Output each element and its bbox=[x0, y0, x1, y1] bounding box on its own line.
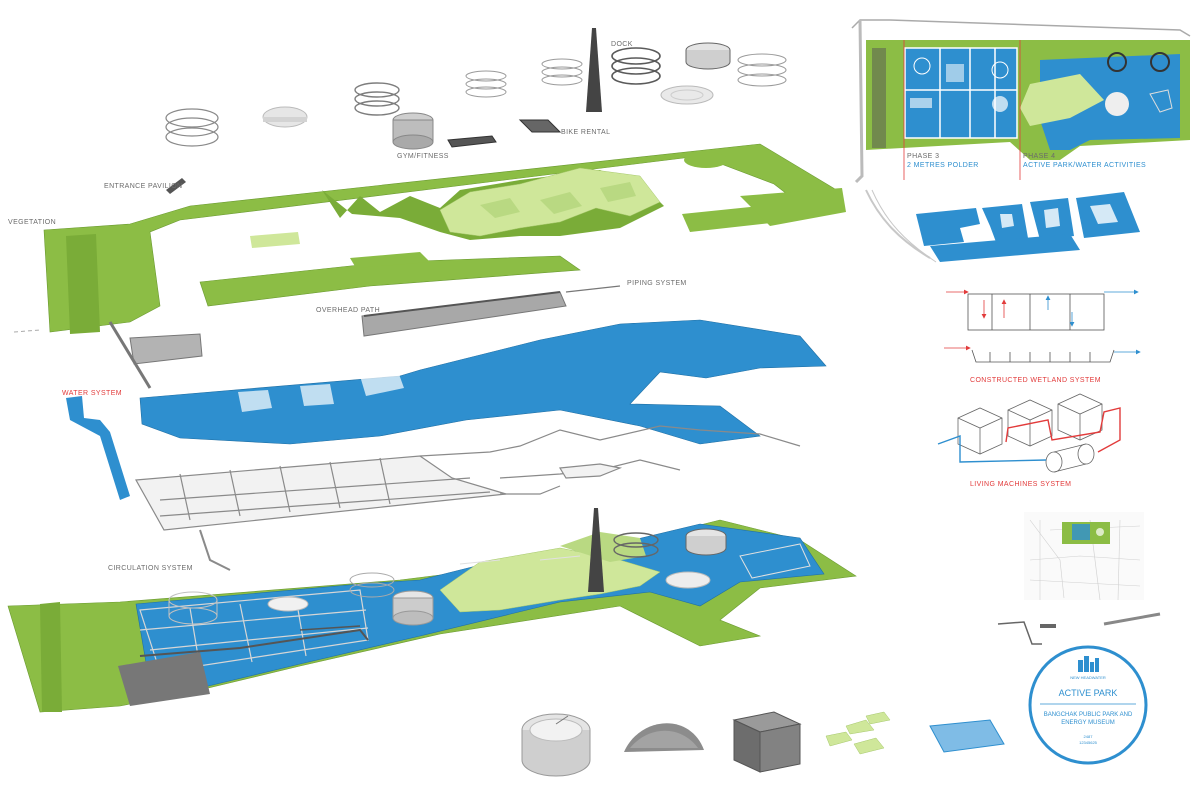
label-entrance-pavilion: ENTRANCE PAVILION bbox=[104, 183, 183, 190]
label-piping-system: PIPING SYSTEM bbox=[627, 280, 687, 287]
label-constructed-wetland: CONSTRUCTED WETLAND SYSTEM bbox=[970, 377, 1101, 384]
material-swatches bbox=[521, 711, 1005, 777]
label-gym-fitness: GYM/FITNESS bbox=[397, 153, 449, 160]
badge-subtitle-1: BANGCHAK PUBLIC PARK AND bbox=[1044, 712, 1133, 718]
phase4-label: PHASE 4 bbox=[1023, 153, 1055, 160]
wetland-diagram bbox=[944, 345, 1141, 363]
material-gabion bbox=[732, 711, 802, 773]
living-machines-diagram bbox=[937, 393, 1121, 473]
label-water-system: WATER SYSTEM bbox=[62, 390, 122, 397]
circulation-layer bbox=[135, 425, 801, 571]
water-layer bbox=[66, 319, 827, 500]
badge-subtitle-2: ENERGY MUSEUM bbox=[1061, 720, 1115, 726]
dock-rings bbox=[611, 47, 661, 85]
spiral-2 bbox=[541, 58, 583, 86]
phase3-desc: 2 METRES POLDER bbox=[907, 162, 979, 169]
label-dock: DOCK bbox=[611, 41, 633, 48]
phase4-desc: ACTIVE PARK/WATER ACTIVITIES bbox=[1023, 162, 1146, 169]
dock-tower bbox=[586, 28, 602, 112]
badge-logo-text: NEW HEADWATER bbox=[1070, 675, 1106, 680]
badge-title: ACTIVE PARK bbox=[1059, 688, 1118, 698]
city-logo-icon bbox=[1078, 656, 1099, 672]
label-circulation-system: CIRCULATION SYSTEM bbox=[108, 565, 193, 572]
polder-blocks bbox=[916, 192, 1140, 262]
material-planting bbox=[825, 711, 891, 755]
badge-small-1: 2487 bbox=[1084, 734, 1094, 739]
spiral-1 bbox=[465, 70, 507, 98]
label-living-machines: LIVING MACHINES SYSTEM bbox=[970, 481, 1071, 488]
combined-masterplan bbox=[7, 508, 857, 713]
entrance-pavilion-piece bbox=[166, 178, 186, 194]
bike-rental-shelter bbox=[518, 119, 562, 133]
project-badge: NEW HEADWATER ACTIVE PARK BANGCHAK PUBLI… bbox=[1028, 645, 1148, 765]
label-bike-rental: BIKE RENTAL bbox=[561, 129, 610, 136]
location-map bbox=[1024, 512, 1144, 601]
label-vegetation: VEGETATION bbox=[8, 219, 56, 226]
section-pieces bbox=[997, 612, 1161, 645]
dock-disc bbox=[660, 85, 714, 105]
floating-structures bbox=[165, 28, 787, 194]
material-water-tile bbox=[929, 719, 1005, 753]
material-gravel bbox=[624, 723, 704, 752]
label-overhead-path: OVERHEAD PATH bbox=[316, 307, 380, 314]
bench-piece bbox=[447, 135, 497, 148]
spiral-3 bbox=[737, 53, 787, 87]
site-plan bbox=[851, 19, 1191, 263]
badge-small-2: 12345625 bbox=[1079, 740, 1098, 745]
phase3-label: PHASE 3 bbox=[907, 153, 939, 160]
disc-platform bbox=[262, 106, 308, 128]
dock-ring-drum bbox=[685, 42, 731, 70]
material-concrete-cylinder bbox=[521, 713, 591, 777]
pavilion-ring-1 bbox=[165, 108, 219, 147]
gym-rings bbox=[354, 82, 400, 116]
piping-diagram bbox=[946, 289, 1139, 331]
vegetation-layer bbox=[43, 143, 846, 334]
site-plan-polder bbox=[904, 47, 1018, 139]
piping-layer bbox=[13, 285, 621, 389]
gym-building bbox=[392, 112, 434, 150]
